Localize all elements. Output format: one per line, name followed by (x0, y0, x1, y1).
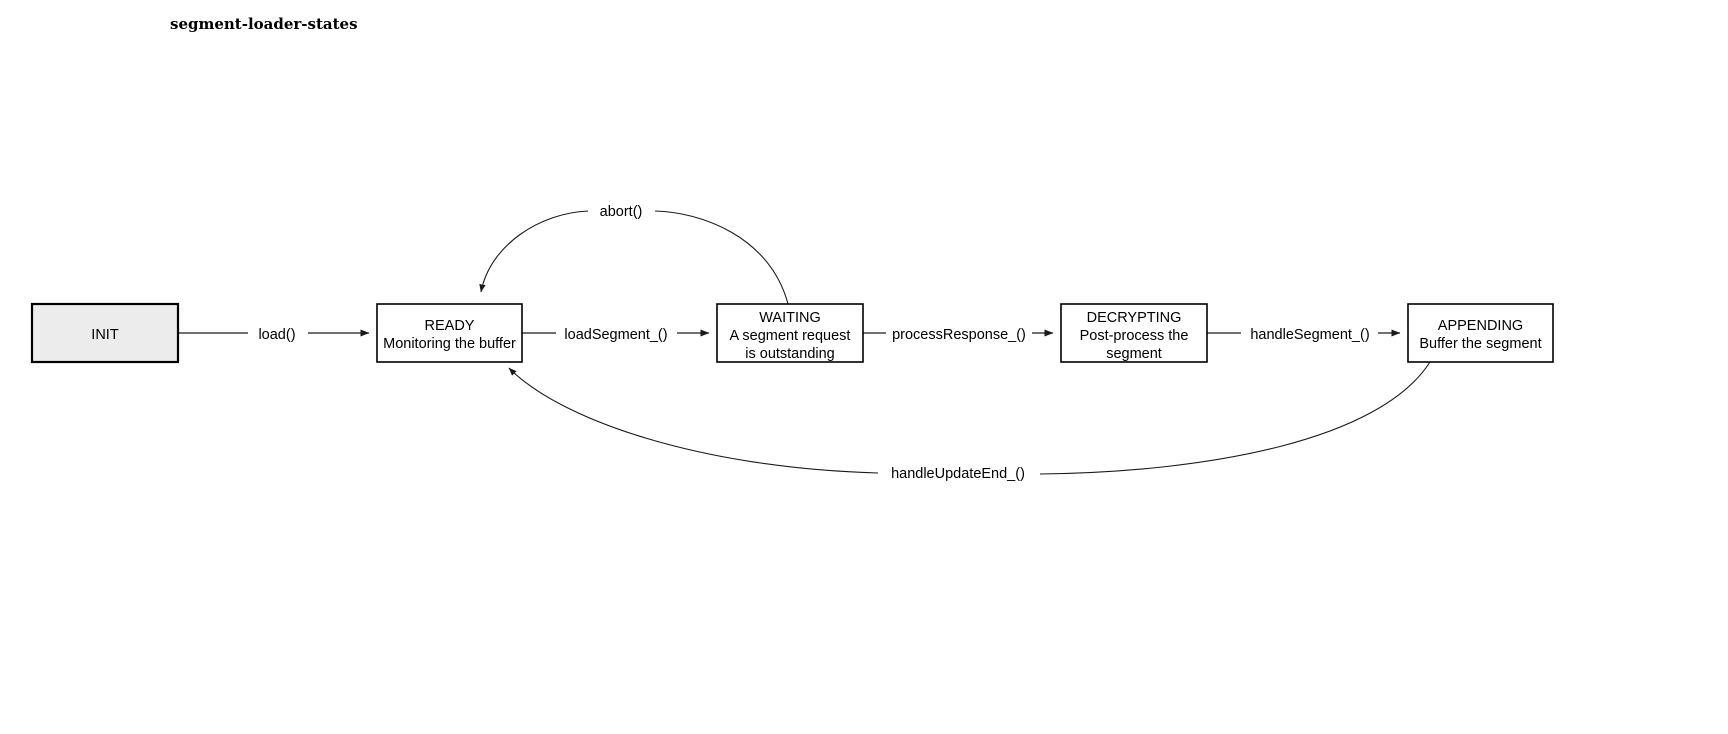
node-appending[interactable]: APPENDING Buffer the segment (1407, 303, 1554, 363)
node-init[interactable]: INIT (30, 302, 180, 364)
edge-decrypting-to-appending: handleSegment_() (1207, 327, 1401, 343)
edge-curve-abort-left (479, 210, 589, 293)
node-decrypting-title: DECRYPTING (1087, 310, 1182, 326)
node-ready-title: READY (425, 318, 475, 334)
edge-appending-to-ready-update-end: handleUpdateEnd_() (508, 361, 1431, 482)
edge-curve-updateend-left (508, 367, 879, 474)
node-decrypting-desc-line-1: Post-process the (1080, 328, 1189, 344)
edge-ready-to-waiting: loadSegment_() (522, 327, 710, 343)
edge-label-abort: abort() (600, 204, 643, 220)
node-decrypting-box[interactable] (1060, 303, 1208, 363)
edge-label-processresponse: processResponse_() (892, 327, 1026, 343)
edge-curve-updateend-right (1039, 361, 1431, 475)
node-waiting-box[interactable] (716, 303, 864, 363)
node-decrypting[interactable]: DECRYPTING Post-process the segment (1060, 303, 1208, 363)
node-ready[interactable]: READY Monitoring the buffer (376, 303, 523, 363)
edge-label-loadsegment: loadSegment_() (564, 327, 667, 343)
edge-label-handleupdateend: handleUpdateEnd_() (891, 466, 1025, 482)
edge-init-to-ready: load() (178, 327, 370, 343)
node-decrypting-desc-line-2: segment (1106, 346, 1162, 362)
edge-waiting-to-decrypting: processResponse_() (863, 327, 1054, 343)
edge-label-load: load() (258, 327, 295, 343)
node-ready-box[interactable] (376, 303, 523, 363)
node-appending-desc-line-1: Buffer the segment (1419, 336, 1541, 352)
node-waiting-desc-line-1: A segment request (730, 328, 851, 344)
node-init-box[interactable] (30, 302, 180, 364)
edge-label-handlesegment: handleSegment_() (1250, 327, 1369, 343)
node-waiting-title: WAITING (759, 310, 820, 326)
node-appending-box[interactable] (1407, 303, 1554, 363)
node-waiting[interactable]: WAITING A segment request is outstanding (716, 303, 864, 363)
edge-waiting-to-ready-abort: abort() (479, 204, 789, 305)
node-ready-desc-line-1: Monitoring the buffer (383, 336, 516, 352)
page-title: segment-loader-states (170, 15, 358, 33)
node-appending-title: APPENDING (1438, 318, 1523, 334)
node-waiting-desc-line-2: is outstanding (745, 346, 834, 362)
node-init-title: INIT (91, 327, 119, 343)
edge-curve-abort-right (654, 210, 789, 305)
